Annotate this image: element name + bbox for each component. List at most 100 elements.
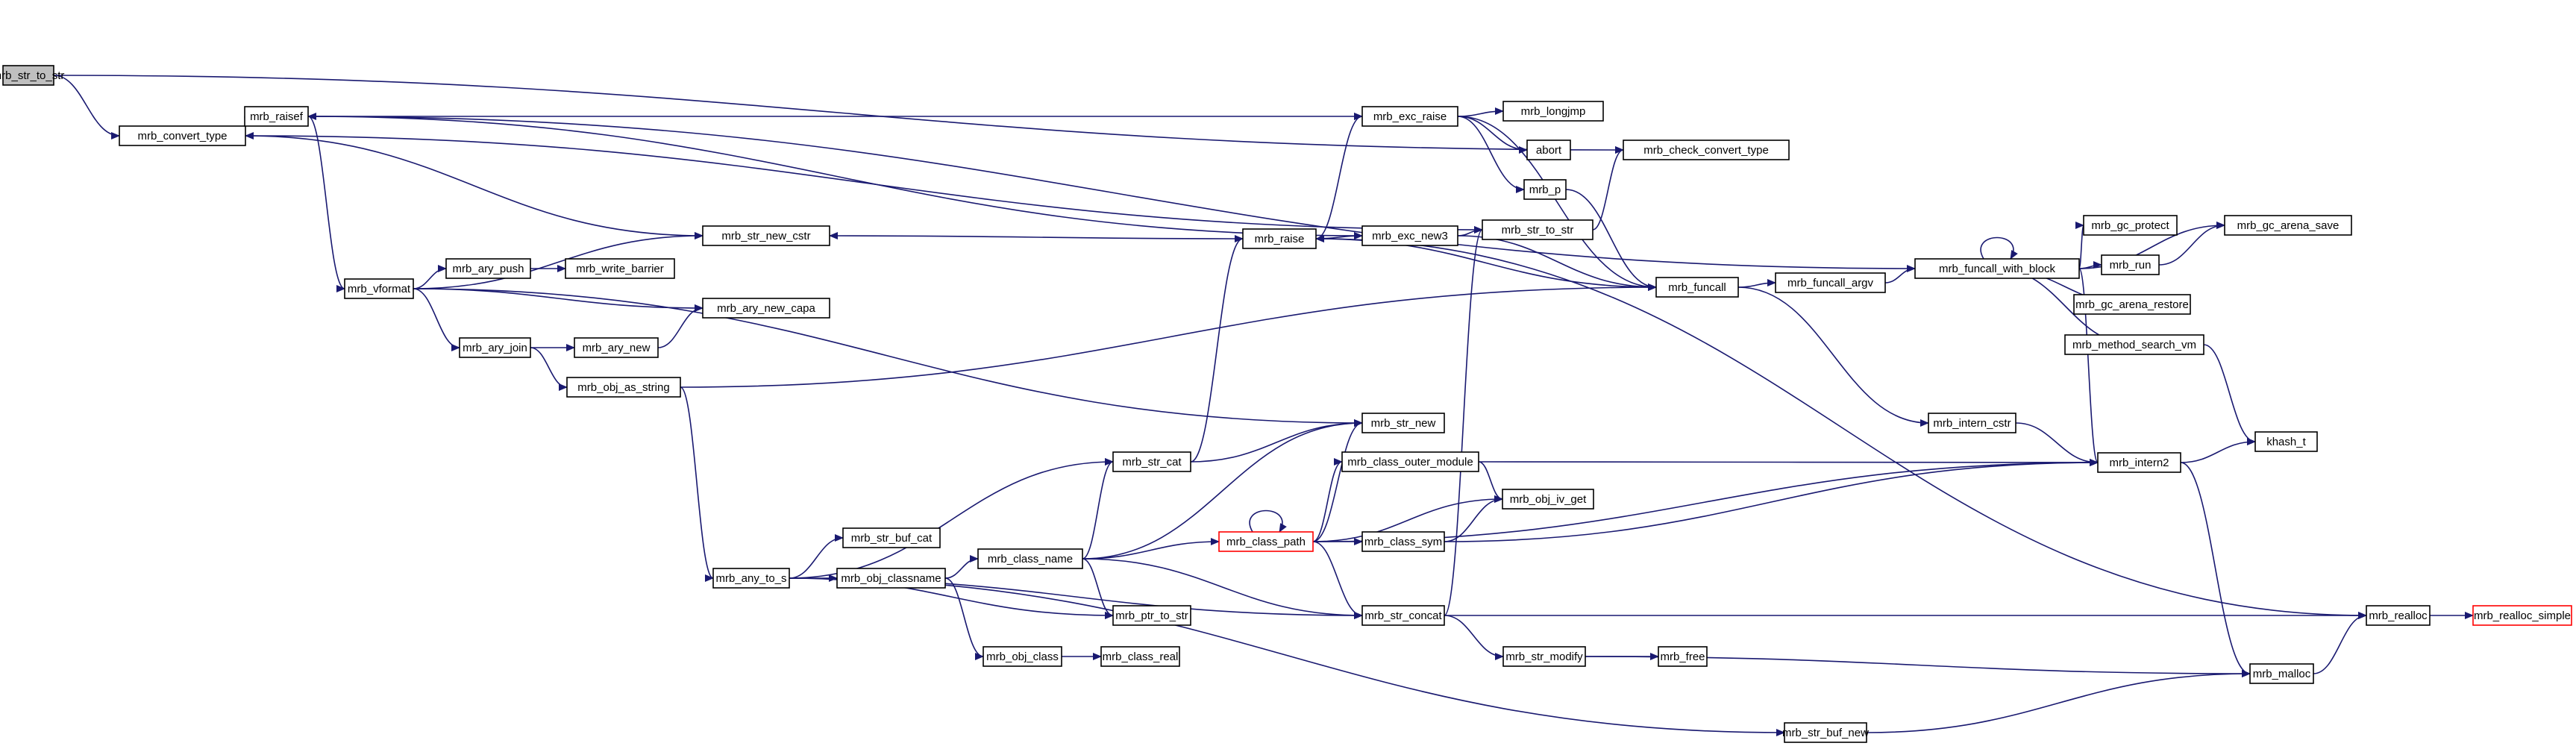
node-mrb-str-new[interactable]: mrb_str_new [1361, 413, 1445, 433]
node-mrb-raise[interactable]: mrb_raise [1242, 228, 1317, 249]
edge-mrb-class-path-to-mrb-str-concat [1312, 541, 1363, 619]
node-mrb-funcall[interactable]: mrb_funcall [1655, 277, 1739, 298]
node-label: mrb_class_real [1103, 651, 1179, 663]
node-mrb-ary-join[interactable]: mrb_ary_join [459, 337, 531, 358]
node-mrb-ary-push[interactable]: mrb_ary_push [445, 258, 531, 279]
edge-mrb-class-path-to-mrb-intern2 [1312, 459, 2099, 542]
node-label: mrb_ary_new [583, 342, 651, 354]
node-mrb-obj-classname[interactable]: mrb_obj_classname [836, 568, 946, 589]
edge-mrb-class-path-to-mrb-obj-iv-get [1312, 495, 1503, 542]
node-mrb-class-path[interactable]: mrb_class_path [1218, 531, 1314, 552]
node-mrb-gc-arena-restore[interactable]: mrb_gc_arena_restore [2073, 294, 2191, 315]
node-mrb-str-to-str[interactable]: mrb_str_to_str [1482, 219, 1593, 240]
node-label: mrb_str_cat [1122, 456, 1182, 468]
edge-mrb-any-to-s-to-mrb-str-buf-new [789, 577, 1785, 736]
node-label: mrb_vformat [348, 283, 411, 295]
node-mrb-class-sym[interactable]: mrb_class_sym [1361, 531, 1445, 552]
node-box [712, 568, 790, 589]
edge-mrb-funcall-with-block-to-mrb-run [2078, 261, 2102, 269]
edge-layer [53, 75, 2474, 736]
edge-mrb-class-outer-module-to-mrb-intern2 [1478, 458, 2099, 466]
node-label: mrb_str_buf_new [1782, 727, 1869, 739]
node-mrb-raisef[interactable]: mrb_raisef [244, 106, 309, 127]
edge-mrb-funcall-with-block-to-mrb-intern2 [2078, 268, 2099, 466]
node-box [1361, 413, 1445, 433]
node-box [983, 646, 1062, 667]
edge-mrb-funcall-argv-to-mrb-funcall-with-block [1884, 265, 1916, 283]
node-mrb-any-to-s[interactable]: mrb_any_to_s [712, 568, 790, 589]
node-mrb-longjmp[interactable]: mrb_longjmp [1502, 101, 1604, 122]
node-mrb-str-buf-new[interactable]: mrb_str_buf_new [1782, 722, 1869, 743]
node-mrb-str-new-cstr[interactable]: mrb_str_new_cstr [702, 225, 830, 246]
node-mrb-p[interactable]: mrb_p [1523, 179, 1567, 200]
node-box [2254, 431, 2318, 452]
edge-mrb-funcall-with-block-to-mrb-raisef [307, 113, 1916, 269]
edge-mrb-vformat-to-mrb-ary-push [413, 265, 447, 289]
node-mrb-gc-arena-save[interactable]: mrb_gc_arena_save [2224, 215, 2352, 236]
node-box [344, 278, 414, 299]
node-box [2064, 334, 2204, 355]
node-mrb-method-search-vm[interactable]: mrb_method_search_vm [2064, 334, 2204, 355]
node-mrb-vformat[interactable]: mrb_vformat [344, 278, 414, 299]
node-box [2, 65, 54, 86]
node-box [2097, 452, 2181, 473]
node-mrb-intern-cstr[interactable]: mrb_intern_cstr [1928, 413, 2016, 433]
node-box [2366, 605, 2431, 626]
node-label: mrb_funcall_argv [1787, 277, 1874, 289]
node-label: mrb_malloc [2253, 668, 2311, 680]
node-mrb-ptr-to-str[interactable]: mrb_ptr_to_str [1112, 605, 1191, 626]
node-mrb-funcall-with-block[interactable]: mrb_funcall_with_block [1914, 258, 2080, 279]
node-label: mrb_exc_new3 [1372, 230, 1448, 242]
edge-mrb-realloc-to-mrb-raise [1315, 235, 2367, 616]
node-box [1361, 225, 1458, 246]
node-label: mrb_write_barrier [576, 263, 664, 275]
node-mrb-exc-raise[interactable]: mrb_exc_raise [1361, 106, 1458, 127]
node-box [574, 337, 659, 358]
node-label: mrb_realloc_simple [2474, 609, 2571, 622]
node-mrb-class-real[interactable]: mrb_class_real [1100, 646, 1180, 667]
node-mrb-str-buf-cat[interactable]: mrb_str_buf_cat [842, 527, 941, 548]
node-mrb-str-to-str-root[interactable]: mrb_str_to_str [0, 65, 64, 86]
node-mrb-obj-class[interactable]: mrb_obj_class [983, 646, 1062, 667]
edge-mrb-intern-cstr-to-mrb-intern2 [2015, 422, 2099, 466]
node-mrb-check-convert-type[interactable]: mrb_check_convert_type [1623, 140, 1790, 160]
node-abort[interactable]: abort [1526, 140, 1571, 160]
edge-mrb-method-search-vm-to-khash-t [2203, 344, 2256, 445]
node-mrb-write-barrier[interactable]: mrb_write_barrier [565, 258, 675, 279]
node-label: mrb_realloc [2369, 609, 2428, 622]
node-mrb-class-name[interactable]: mrb_class_name [977, 548, 1083, 569]
node-box [2083, 215, 2178, 236]
edge-mrb-class-name-to-mrb-str-new [1082, 419, 1363, 560]
node-mrb-ary-new-capa[interactable]: mrb_ary_new_capa [702, 298, 830, 319]
node-label: mrb_obj_class [986, 651, 1059, 663]
edge-mrb-obj-as-string-to-mrb-any-to-s [680, 386, 714, 582]
edge-mrb-class-name-to-mrb-str-cat [1082, 458, 1114, 560]
node-box [1100, 646, 1180, 667]
node-label: mrb_raisef [250, 110, 304, 123]
node-mrb-obj-iv-get[interactable]: mrb_obj_iv_get [1502, 489, 1594, 510]
node-label: mrb_str_concat [1364, 609, 1442, 622]
node-label: mrb_intern_cstr [1933, 417, 2011, 430]
node-label: mrb_raise [1255, 233, 1305, 245]
node-mrb-malloc[interactable]: mrb_malloc [2249, 663, 2314, 684]
node-mrb-realloc-simple[interactable]: mrb_realloc_simple [2472, 605, 2572, 626]
node-mrb-exc-new3[interactable]: mrb_exc_new3 [1361, 225, 1458, 246]
node-mrb-str-concat[interactable]: mrb_str_concat [1361, 605, 1445, 626]
node-mrb-str-modify[interactable]: mrb_str_modify [1502, 646, 1586, 667]
node-label: mrb_obj_iv_get [1510, 493, 1587, 506]
node-mrb-gc-protect[interactable]: mrb_gc_protect [2083, 215, 2178, 236]
node-box [1361, 106, 1458, 127]
node-mrb-funcall-argv[interactable]: mrb_funcall_argv [1775, 272, 1886, 293]
node-mrb-obj-as-string[interactable]: mrb_obj_as_string [566, 377, 681, 398]
node-khash-t[interactable]: khash_t [2254, 431, 2318, 452]
node-box [2472, 605, 2572, 626]
node-mrb-str-cat[interactable]: mrb_str_cat [1112, 451, 1191, 472]
node-mrb-run[interactable]: mrb_run [2101, 254, 2160, 275]
node-mrb-convert-type[interactable]: mrb_convert_type [119, 125, 246, 146]
node-mrb-free[interactable]: mrb_free [1658, 646, 1708, 667]
node-mrb-class-outer-module[interactable]: mrb_class_outer_module [1341, 451, 1479, 472]
node-mrb-realloc[interactable]: mrb_realloc [2366, 605, 2431, 626]
edge-mrb-raisef-to-mrb-exc-new3 [307, 116, 1363, 239]
node-mrb-intern2[interactable]: mrb_intern2 [2097, 452, 2181, 473]
node-mrb-ary-new[interactable]: mrb_ary_new [574, 337, 659, 358]
